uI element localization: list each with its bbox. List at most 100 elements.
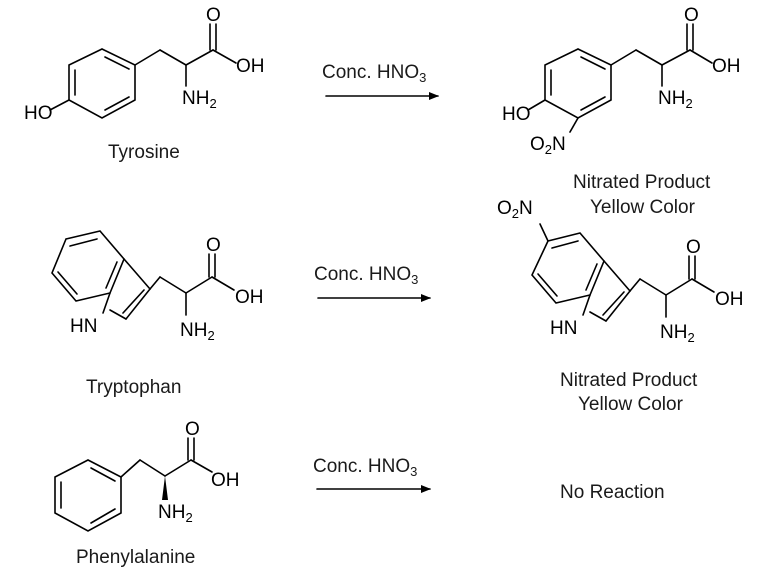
- side-chain-bond: [639, 278, 667, 296]
- carbonyl-oxygen-label: O: [206, 5, 221, 26]
- tryptophan-name: Tryptophan: [86, 377, 181, 398]
- pyrrole-bond: [102, 292, 111, 314]
- reagent-main: Conc. HNO: [322, 62, 419, 83]
- nitro-o: O: [497, 198, 512, 219]
- ring-inner-bond: [580, 56, 606, 70]
- product-ring: [544, 48, 612, 119]
- amine-label: NH2: [180, 320, 215, 343]
- nitrotryptophan-structure: O2N HN O OH NH2: [497, 198, 744, 345]
- reagent-label: Conc. HNO3: [322, 62, 426, 85]
- nitro-group-label: O2N: [497, 198, 533, 221]
- ring-inner-bond: [104, 96, 130, 111]
- amine-nh: NH: [182, 88, 209, 109]
- amine-label: NH2: [658, 88, 693, 111]
- reagent-main: Conc. HNO: [314, 264, 411, 285]
- indole-nh-label: HN: [550, 318, 577, 339]
- ring-inner-bond: [90, 467, 116, 482]
- amine-subscript: 2: [209, 96, 216, 111]
- reagent-main: Conc. HNO: [313, 456, 410, 477]
- side-chain-bond: [629, 278, 641, 292]
- acid-bond: [211, 276, 235, 291]
- side-chain-bond: [159, 276, 187, 294]
- side-chain-bond: [120, 459, 141, 478]
- side-chain-bond: [159, 49, 187, 66]
- side-chain-bond: [185, 276, 213, 294]
- acid-bond: [691, 278, 715, 293]
- ring-o-bond: [49, 99, 70, 111]
- nitro-subscript: 2: [512, 206, 519, 221]
- reagent-subscript: 3: [419, 70, 426, 85]
- nitro-bond: [539, 223, 549, 242]
- side-chain-bond: [164, 459, 192, 477]
- acid-bond: [212, 49, 237, 64]
- carbonyl-oxygen-label: O: [206, 235, 221, 256]
- amine-nh: NH: [180, 320, 207, 341]
- pyrrole-bond: [605, 290, 631, 322]
- pyrrole-bond: [602, 291, 625, 316]
- tyrosine-ring: [68, 48, 136, 119]
- tryptophan-structure: HN O OH NH2: [51, 230, 264, 343]
- reagent-subscript: 3: [411, 272, 418, 287]
- ring-inner-bond: [57, 271, 78, 295]
- amine-subscript: 2: [207, 328, 214, 343]
- ring-inner-bond: [104, 56, 130, 70]
- amine-nh: NH: [158, 502, 185, 523]
- product-line-1: Nitrated Product: [573, 172, 711, 193]
- amine-subscript: 2: [685, 96, 692, 111]
- pyrrole-bond: [125, 288, 151, 320]
- amine-nh: NH: [658, 88, 685, 109]
- side-chain-bond: [139, 459, 166, 477]
- nitro-subscript: 2: [545, 142, 552, 157]
- acid-oh-label: OH: [211, 470, 240, 491]
- acid-bond: [190, 459, 213, 473]
- product-line-1: Nitrated Product: [560, 370, 698, 391]
- tyrosine-structure: HO O OH NH2: [24, 5, 265, 124]
- no-reaction-label: No Reaction: [560, 482, 665, 503]
- nitro-o: O: [530, 134, 545, 155]
- acid-oh-label: OH: [712, 56, 741, 77]
- side-chain-bond: [661, 49, 691, 66]
- side-chain-bond: [149, 276, 161, 290]
- amine-subscript: 2: [185, 510, 192, 525]
- ring-inner-bond: [105, 261, 118, 289]
- tyrosine-name: Tyrosine: [108, 142, 180, 163]
- side-chain-bond: [635, 49, 663, 66]
- hydroxyl-label: HO: [502, 104, 531, 125]
- product-line-2: Yellow Color: [578, 394, 684, 415]
- side-chain-bond: [665, 278, 693, 296]
- acid-bond: [689, 49, 713, 64]
- phenylalanine-structure: O OH NH2: [54, 419, 240, 532]
- reagent-label: Conc. HNO3: [313, 456, 417, 479]
- nitro-n: N: [519, 198, 533, 219]
- amine-label: NH2: [182, 88, 217, 111]
- pyrrole-bond: [122, 289, 145, 314]
- carbonyl-oxygen-label: O: [684, 5, 699, 26]
- amine-subscript: 2: [687, 330, 694, 345]
- hydroxyl-label: HO: [24, 103, 53, 124]
- reagent-subscript: 3: [410, 464, 417, 479]
- side-chain-bond: [134, 49, 161, 66]
- side-chain-bond: [610, 49, 637, 66]
- ring-o-bond: [527, 99, 546, 111]
- carbonyl-oxygen-label: O: [185, 419, 200, 440]
- amine-label: NH2: [158, 502, 193, 525]
- nitro-bond: [569, 117, 579, 133]
- ring-inner-bond: [69, 238, 98, 247]
- acid-oh-label: OH: [715, 289, 744, 310]
- amine-label: NH2: [660, 322, 695, 345]
- pyrrole-bond: [109, 309, 127, 320]
- ring-inner-bond: [537, 273, 558, 297]
- nitro-n: N: [552, 134, 566, 155]
- nitrotyrosine-structure: HO O2N O OH NH2: [502, 5, 741, 157]
- product-line-2: Yellow Color: [590, 197, 696, 218]
- side-chain-bond: [185, 49, 214, 66]
- pyrrole-bond: [582, 294, 591, 316]
- ring-inner-bond: [585, 263, 598, 291]
- benzene-ring: [54, 459, 122, 532]
- acid-oh-label: OH: [235, 287, 264, 308]
- nitro-group-label: O2N: [530, 134, 566, 157]
- ring-inner-bond: [551, 240, 579, 249]
- phenylalanine-name: Phenylalanine: [76, 547, 195, 568]
- reagent-label: Conc. HNO3: [314, 264, 418, 287]
